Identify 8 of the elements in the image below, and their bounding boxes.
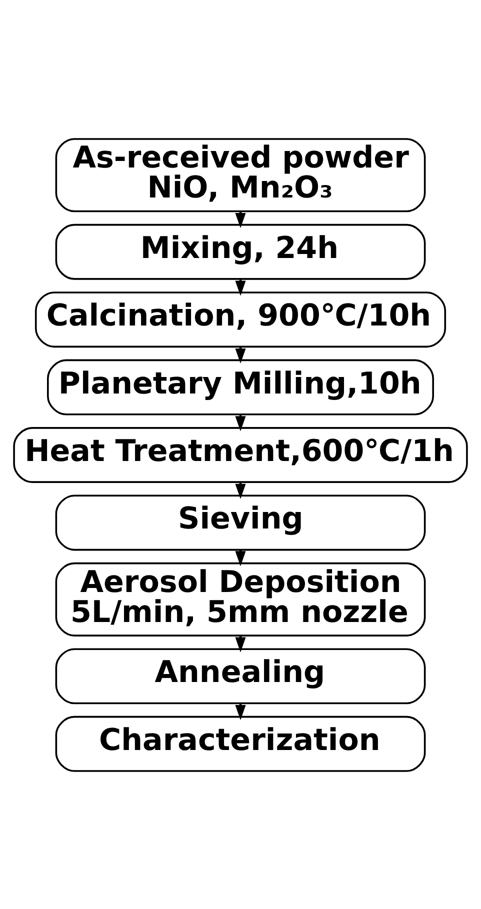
node-box: Planetary Milling,10h: [47, 358, 434, 415]
node-box: Aerosol Deposition 5L/min, 5mm nozzle: [55, 562, 426, 636]
node-box: Annealing: [55, 648, 426, 704]
node-box: Characterization: [55, 715, 426, 772]
node-box: Heat Treatment,600℃/1h: [13, 426, 468, 482]
node-box: As-received powder NiO, Mn₂O₃: [55, 138, 426, 212]
node-box: Calcination, 900℃/10h: [34, 291, 446, 348]
node-box: Mixing, 24h: [55, 223, 426, 280]
